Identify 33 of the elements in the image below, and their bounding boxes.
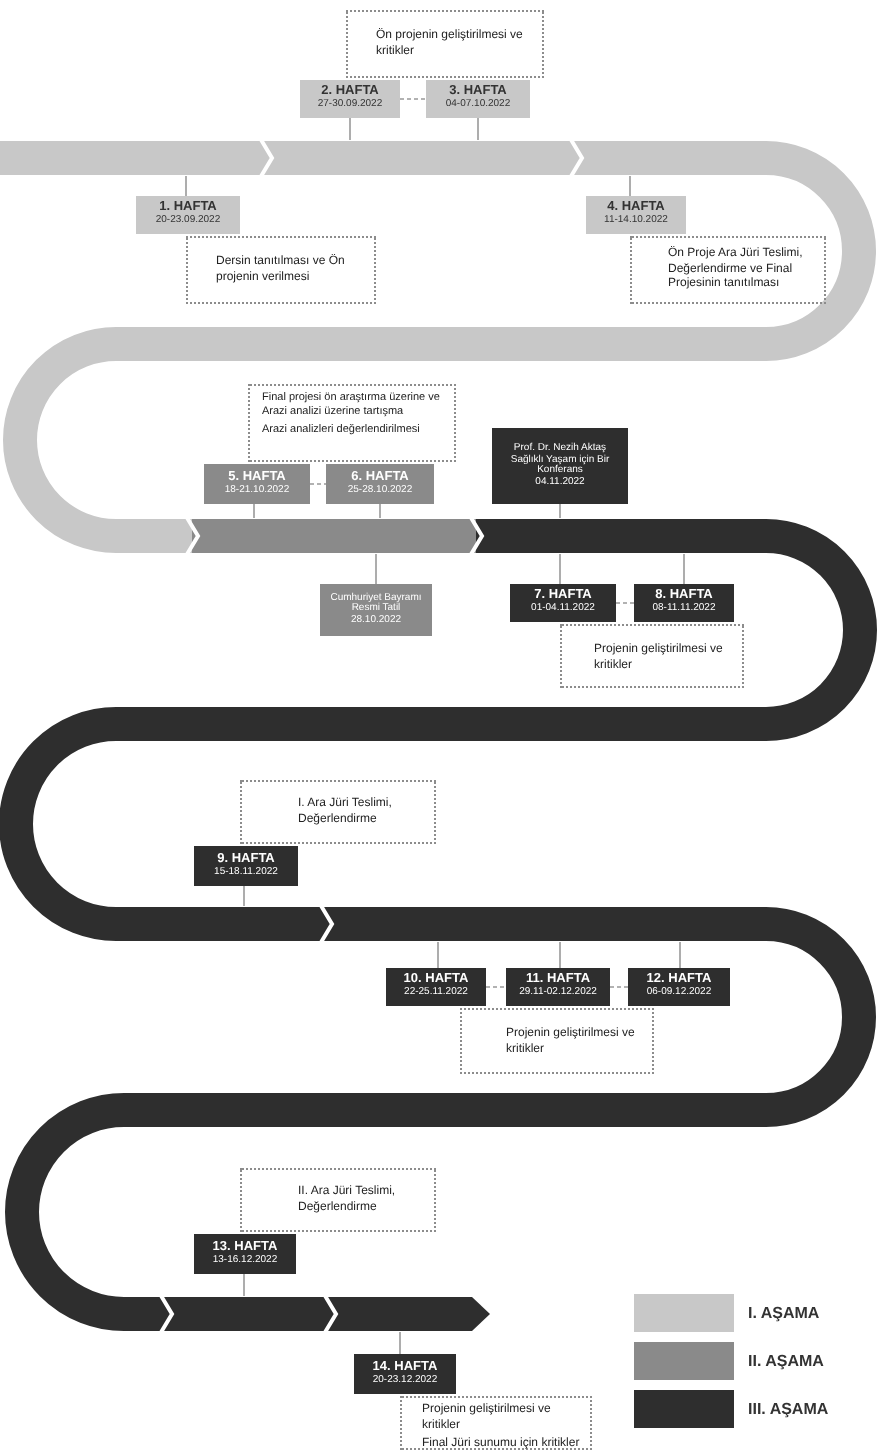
- event-box: [492, 428, 628, 504]
- week-box: [204, 464, 310, 504]
- week-box: [510, 584, 616, 622]
- connector-line: [485, 986, 507, 988]
- connector-line: [309, 483, 327, 485]
- note-box: [240, 780, 436, 844]
- note-box: [630, 236, 826, 304]
- note-box: [240, 1168, 436, 1232]
- legend-label: II. AŞAMA: [748, 1352, 824, 1370]
- legend-label: III. AŞAMA: [748, 1400, 829, 1418]
- week-box: [300, 80, 400, 118]
- note-box: [560, 624, 744, 688]
- week-box: [628, 968, 730, 1006]
- note-box: [346, 10, 544, 78]
- week-box: [426, 80, 530, 118]
- week-box: [194, 1234, 296, 1274]
- week-box: [586, 196, 686, 234]
- week-box: [326, 464, 434, 504]
- week-box: [354, 1354, 456, 1394]
- connector-line: [609, 986, 629, 988]
- legend-label: I. AŞAMA: [748, 1304, 820, 1322]
- week-box: [136, 196, 240, 234]
- connector-line: [399, 98, 427, 100]
- note-box: [460, 1008, 654, 1074]
- note-box: [186, 236, 376, 304]
- note-box: [248, 384, 456, 462]
- week-box: [634, 584, 734, 622]
- week-box: [386, 968, 486, 1006]
- event-box: [320, 584, 432, 636]
- week-box: [506, 968, 610, 1006]
- week-box: [194, 846, 298, 886]
- connector-line: [615, 602, 635, 604]
- note-box: [400, 1396, 592, 1450]
